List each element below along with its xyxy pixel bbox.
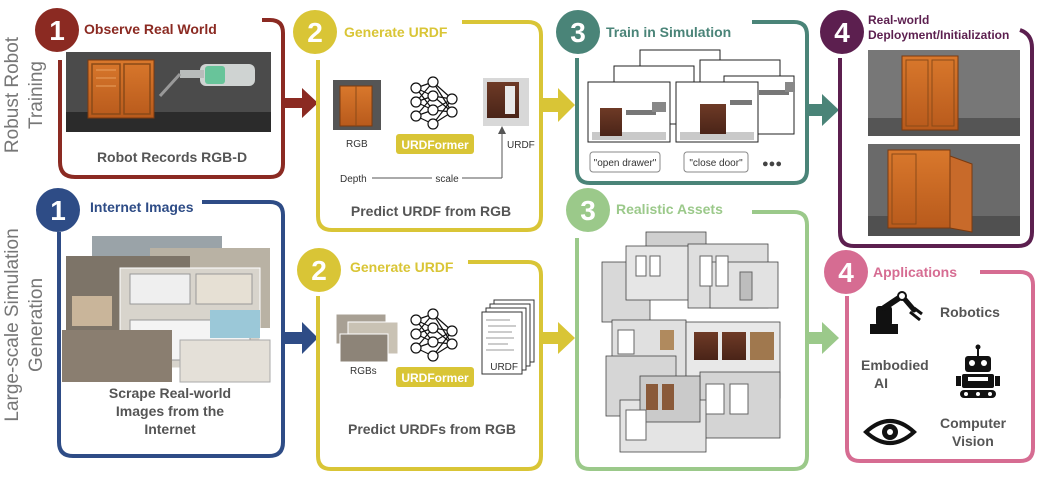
step-number: 3 [580, 195, 596, 226]
sim-frame-2-content [680, 100, 754, 140]
arrow-train-to-deploy [809, 94, 839, 126]
app-robotics-label: Robotics [940, 304, 1000, 320]
step-badge-3-top [556, 10, 600, 54]
urdformer-label: URDFormer [401, 138, 469, 152]
panel-caption: Predict URDFs from RGB [348, 421, 516, 437]
panel-title: Realistic Assets [616, 201, 723, 217]
app-embodied-label-line2: AI [874, 375, 888, 391]
row-label-bottom: Large-scale Simulation Generation [2, 228, 47, 421]
rgb-input-image [333, 80, 381, 130]
rgbs-input-images [335, 313, 399, 363]
panel-title-line2: Deployment/Initialization [868, 28, 1009, 42]
urdf-documents-stack [481, 299, 535, 375]
panel-generate-top: RGB URDFormer URDF Depth scale 2 Generat… [293, 10, 543, 232]
step-badge-2-top [293, 10, 337, 54]
step-number: 4 [838, 257, 854, 288]
panel-caption-line1: Scrape Real-world [109, 385, 231, 401]
panel-assets: 3 Realistic Assets [566, 188, 809, 471]
neural-network-icon [410, 308, 458, 362]
urdf-doc-label: URDF [490, 362, 518, 373]
step-badge-3-bottom [566, 188, 610, 232]
orange-cabinet-image [87, 59, 155, 119]
panel-applications-border [845, 270, 1035, 463]
step-badge-1-bottom [36, 188, 80, 232]
panel-title: Internet Images [90, 199, 194, 215]
step-badge-2-bottom [297, 248, 341, 292]
arrow-generate-to-train [543, 88, 575, 122]
step-number: 2 [311, 255, 327, 286]
panel-title-line1: Real-world [868, 13, 929, 27]
task-text: "close door" [689, 158, 743, 169]
panel-caption-line3: Internet [144, 421, 196, 437]
row-label-bottom-line1: Large-scale Simulation [2, 228, 23, 421]
panel-title: Applications [873, 264, 957, 280]
urdf-label: URDF [507, 140, 535, 151]
panel-title: Train in Simulation [606, 24, 731, 40]
urdformer-label: URDFormer [401, 371, 469, 385]
scale-label: scale [435, 174, 459, 185]
task-label-close-door [683, 151, 749, 173]
robot-arm-image [158, 64, 255, 98]
arrow-generate-to-assets [543, 322, 575, 354]
panel-generate-top-border [316, 20, 543, 232]
step-badge-1-top [35, 8, 79, 52]
step-number: 4 [834, 17, 850, 48]
step-number: 2 [307, 17, 323, 48]
row-label-top-line1: Robust Robot [2, 36, 23, 153]
panel-deploy-border [838, 28, 1034, 248]
panel-internet-border [57, 200, 285, 458]
step-badge-4-top [820, 10, 864, 54]
asset-details [617, 255, 774, 441]
scraped-kitchen-images [62, 236, 271, 383]
panel-train: "open drawer" "close door" ●●● 3 Train i… [556, 10, 809, 185]
panel-observe: 1 Observe Real World Robot Records RGB-D [35, 8, 285, 179]
panel-train-border [575, 20, 809, 185]
row-label-top: Robust Robot Training [2, 36, 47, 153]
robot-arm-icon [870, 291, 923, 334]
task-text: "open drawer" [594, 158, 657, 169]
row-label-top-line2: Training [26, 61, 47, 129]
panel-generate-bottom-border [316, 260, 543, 471]
panel-caption-line2: Images from the [116, 403, 224, 419]
robot-icon [956, 344, 1000, 398]
more-tasks-ellipsis: ●●● [762, 158, 782, 170]
deploy-image-1 [868, 50, 1020, 136]
urdformer-model-box [396, 367, 474, 387]
panel-title: Observe Real World [84, 21, 217, 37]
urdformer-model-box [396, 134, 474, 154]
app-embodied-label-line1: Embodied [861, 357, 929, 373]
panel-caption: Predict URDF from RGB [351, 203, 511, 219]
deploy-image-2 [868, 144, 1020, 236]
sim-frame-1-content [592, 102, 666, 140]
urdf-output-image [483, 78, 529, 126]
rgb-label: RGB [346, 139, 368, 150]
eye-icon [863, 419, 917, 445]
step-badge-4-bottom [824, 250, 868, 294]
depth-label: Depth [340, 174, 367, 185]
arrow-observe-to-generate [285, 88, 318, 118]
panel-internet: 1 Internet Images Scrape Real-world Imag… [36, 188, 285, 458]
arrow-internet-to-generate [285, 322, 318, 354]
step-number: 1 [49, 15, 65, 46]
panel-caption: Robot Records RGB-D [97, 149, 247, 165]
step-number: 3 [570, 17, 586, 48]
panel-deploy: 4 Real-world Deployment/Initialization [820, 10, 1034, 248]
panel-observe-border [58, 18, 285, 179]
neural-network-icon [410, 76, 458, 130]
rgbs-label: RGBs [350, 366, 377, 377]
panel-assets-border [575, 210, 809, 471]
step-number: 1 [50, 195, 66, 226]
row-label-bottom-line2: Generation [26, 278, 47, 372]
panel-generate-bottom: RGBs URDFormer URDF 2 Genera [297, 248, 543, 471]
arrow-assets-to-applications [809, 322, 839, 354]
app-vision-label-line2: Vision [952, 433, 994, 449]
app-vision-label-line1: Computer [940, 415, 1007, 431]
panel-title: Generate URDF [344, 24, 448, 40]
panel-title: Generate URDF [350, 259, 454, 275]
task-label-open-drawer [589, 151, 661, 173]
panel-applications: Robotics Embodied AI Computer Vision 4 [824, 250, 1035, 463]
